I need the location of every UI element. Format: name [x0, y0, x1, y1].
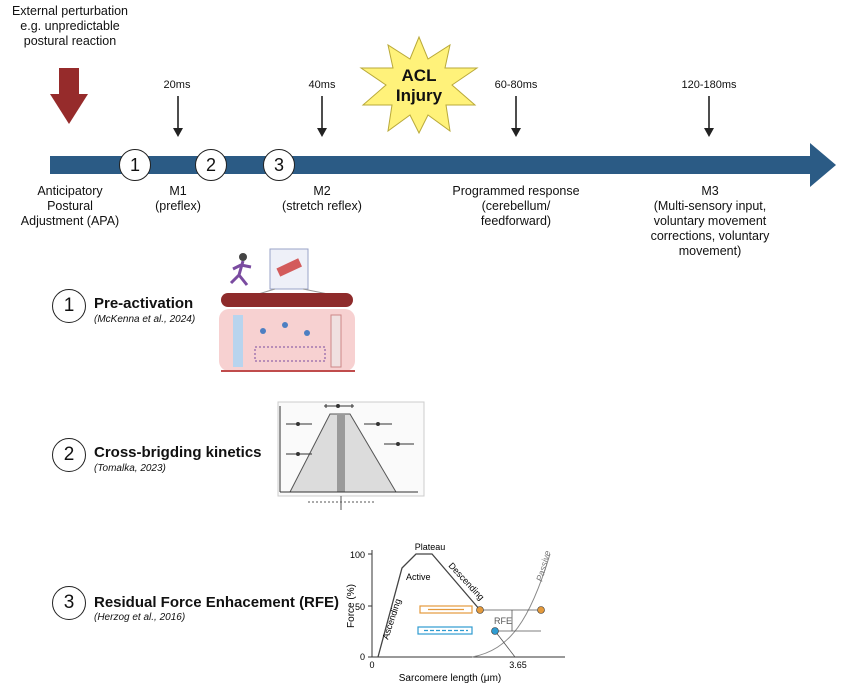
perturbation-line-3: postural reaction: [23, 34, 117, 48]
acl-injury-line-1: ACL: [401, 66, 437, 85]
acl-injury-line-2: Injury: [395, 86, 443, 105]
acl-injury-label: ACL Injury: [384, 66, 454, 106]
phase-programmed: Programmed response (cerebellum/ feedfor…: [436, 184, 596, 229]
perturbation-label: External perturbation e.g. unpredictable…: [0, 4, 140, 49]
rfe-y-tick-100: 100: [350, 550, 365, 560]
acl-injury-star-icon: [359, 35, 479, 135]
phase-m2-line: M2: [313, 184, 331, 198]
phase-m3-line: corrections, voluntary: [650, 229, 770, 243]
tick-arrow-icon: [317, 96, 327, 137]
phase-programmed-line: (cerebellum/: [481, 199, 551, 213]
rfe-label-ascending: Ascending: [380, 598, 402, 641]
rfe-label-plateau: Plateau: [415, 542, 446, 552]
rfe-chart: 100 50 0 0 3.65 Force (%) Sarcomere leng…: [346, 542, 565, 683]
phase-programmed-line: feedforward): [480, 214, 552, 228]
rfe-point-blue: [491, 627, 499, 635]
sarcomere-blue-icon: [417, 626, 473, 635]
phase-apa-line: Adjustment (APA): [20, 214, 120, 228]
rfe-passive-curve: [471, 553, 551, 658]
rfe-x-label: Sarcomere length (μm): [399, 673, 501, 683]
tick-arrow-icon: [173, 96, 183, 137]
phase-programmed-line: Programmed response: [452, 184, 580, 198]
phase-apa-line: Postural: [47, 199, 93, 213]
item-3-title: Residual Force Enhacement (RFE): [94, 594, 340, 611]
rfe-active-curve: [377, 553, 481, 658]
perturbation-line-1: External perturbation: [11, 4, 129, 18]
rfe-label-passive: Passive: [534, 550, 552, 583]
rfe-y-tick-50: 50: [355, 602, 365, 612]
item-2-citation: (Tomalka, 2023): [94, 463, 166, 474]
timeline-arrow: [50, 143, 836, 187]
rfe-point-orange: [476, 606, 484, 614]
phase-apa-line: Anticipatory: [37, 184, 103, 198]
rfe-label-active: Active: [406, 572, 431, 582]
tick-arrow-icon: [511, 96, 521, 137]
phase-m1-line: (preflex): [155, 199, 201, 213]
tick-arrow-icon: [704, 96, 714, 137]
phase-m3-line: M3: [701, 184, 719, 198]
phase-m1: M1 (preflex): [138, 184, 218, 214]
item-3-number: 3: [52, 586, 86, 620]
timeline-marker-1: 1: [119, 149, 151, 181]
rfe-x-tick-365: 3.65: [509, 660, 527, 670]
timeline-marker-3: 3: [263, 149, 295, 181]
phase-m3-line: voluntary movement: [653, 214, 767, 228]
item-2-title: Cross-brigding kinetics: [94, 444, 262, 461]
rfe-y-label: Force (%): [346, 584, 357, 628]
perturbation-arrow-icon: [50, 68, 88, 124]
item-3-citation: (Herzog et al., 2016): [94, 612, 186, 623]
phase-m3-line: (Multi-sensory input,: [653, 199, 767, 213]
item-1-citation: (McKenna et al., 2024): [94, 314, 196, 325]
tick-label-60-80ms: 60-80ms: [494, 79, 538, 91]
phase-m3-line: movement): [678, 244, 742, 258]
item-1-number: 1: [52, 289, 86, 323]
cross-bridging-illustration: [268, 398, 428, 516]
timeline-marker-2: 2: [195, 149, 227, 181]
phase-m2: M2 (stretch reflex): [262, 184, 382, 214]
phase-m3: M3 (Multi-sensory input, voluntary movem…: [630, 184, 790, 259]
perturbation-line-2: e.g. unpredictable: [20, 19, 120, 33]
rfe-x-tick-0: 0: [369, 660, 374, 670]
tick-label-20ms: 20ms: [163, 79, 191, 91]
rfe-label-descending: Descending: [447, 561, 487, 603]
rfe-point-orange-passive: [537, 606, 545, 614]
pre-activation-illustration: [215, 245, 360, 375]
rfe-label-rfe: RFE: [494, 616, 512, 626]
tick-label-120-180ms: 120-180ms: [681, 79, 737, 91]
item-1-title: Pre-activation: [94, 295, 194, 312]
phase-m2-line: (stretch reflex): [282, 199, 362, 213]
rfe-y-tick-0: 0: [360, 652, 365, 662]
item-2-number: 2: [52, 438, 86, 472]
phase-apa: Anticipatory Postural Adjustment (APA): [5, 184, 135, 229]
sarcomere-orange-icon: [419, 605, 473, 614]
tick-label-40ms: 40ms: [308, 79, 336, 91]
phase-m1-line: M1: [169, 184, 187, 198]
